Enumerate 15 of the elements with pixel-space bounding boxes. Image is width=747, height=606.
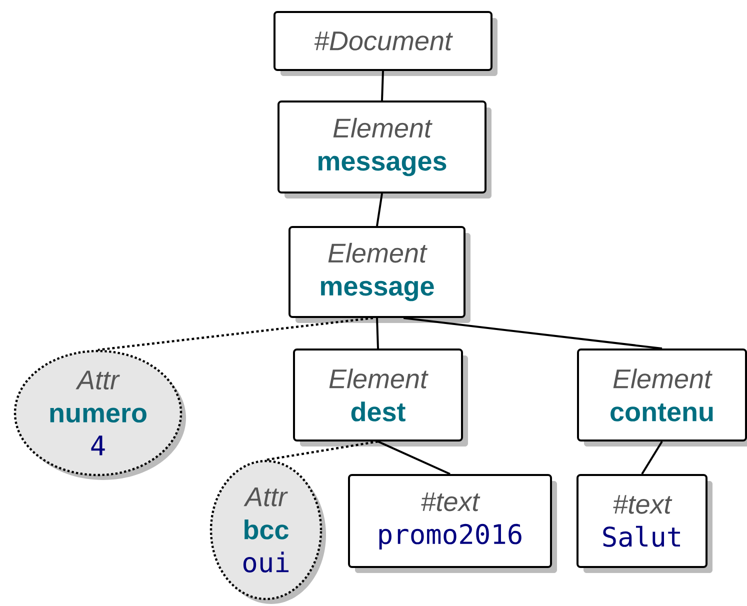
dotted-connector: [266, 440, 378, 461]
connector-line: [376, 193, 383, 226]
connector-line: [403, 317, 662, 350]
element-box: Element messages: [278, 100, 492, 198]
dotted-connector: [98, 316, 374, 351]
element-box: Element message: [288, 226, 470, 323]
text-box: #text promo2016: [348, 474, 557, 573]
connector-line: [641, 440, 663, 475]
document-box: #Document: [274, 11, 498, 76]
connector-line: [378, 440, 450, 475]
connector-line: [376, 318, 379, 349]
element-box: Element dest: [293, 348, 468, 446]
element-box: Element contenu: [577, 348, 747, 446]
text-box: #text Salut: [576, 474, 712, 573]
connector-line: [381, 70, 384, 101]
